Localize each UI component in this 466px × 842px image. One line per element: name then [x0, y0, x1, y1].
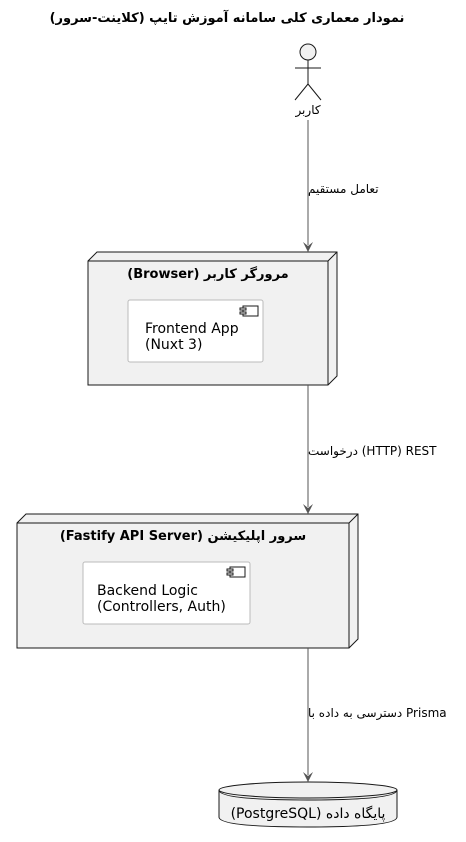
- edge-label-prisma-access: دسترسی به داده با Prisma: [308, 706, 447, 721]
- edge-browser-server: [303, 385, 313, 514]
- component-icon: [239, 305, 259, 317]
- component-icon: [226, 566, 246, 578]
- database-label: پایگاه داده (PostgreSQL): [231, 805, 386, 822]
- component-backend-logic: [82, 561, 251, 625]
- node-title-browser: مرورگر کاربر (Browser): [127, 266, 288, 282]
- edge-actor-browser: [303, 120, 313, 252]
- edge-server-database: [303, 648, 313, 782]
- edge-label-rest-request: درخواست (HTTP) REST: [308, 444, 437, 459]
- database-cylinder: [218, 781, 398, 828]
- backend-logic-detail: (Controllers, Auth): [97, 599, 226, 615]
- component-frontend-app: [127, 299, 264, 363]
- frontend-app-label: Frontend App: [145, 321, 239, 337]
- frontend-app-framework: (Nuxt 3): [145, 337, 202, 353]
- stick-figure-icon: [294, 43, 322, 101]
- node-title-api-server: سرور اپلیکیشن (Fastify API Server): [60, 529, 306, 544]
- edge-label-direct-interaction: تعامل مستقیم: [308, 182, 379, 196]
- actor-label: کاربر: [294, 103, 320, 118]
- diagram-title: نمودار معماری کلی سامانه آموزش تایپ (کلا…: [50, 9, 405, 26]
- backend-logic-label: Backend Logic: [97, 583, 198, 599]
